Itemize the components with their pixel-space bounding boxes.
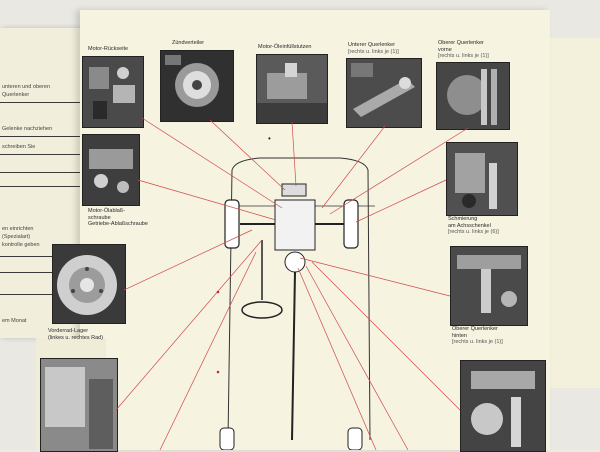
photo-wheel-bearing [52,244,126,324]
photo-rear-interior [40,358,118,452]
rule [0,272,86,273]
label-drain-plugs: Motor-Ölablaß- schraube Getriebe-Ablaßsc… [88,208,148,227]
left-row: Querlenker [2,92,30,98]
photo-steering-knuckle [446,142,518,216]
photo-drain-plug [82,134,140,206]
left-row: unteren und oberen [2,84,51,90]
photo-motor-rear [82,56,144,128]
photo-lower-control-arm [346,58,422,128]
photo-distributor [160,50,234,122]
left-row: Gelenke nachziehen [2,126,53,132]
label-upper-arm-rear: Oberer Querlenker hinten [rechts u. link… [452,326,503,345]
photo-upper-control-arm-rear [450,246,528,326]
label-oil-filler: Motor-Öleinfüllstutzen [258,44,312,50]
photo-upper-control-arm-front [436,62,510,130]
label-lower-arm: Unterer Querlenker [rechts u. links je (… [348,42,399,55]
rule [0,102,86,103]
rule [0,256,86,257]
left-row: en einrichten [2,226,34,232]
rule [0,294,86,295]
rule [0,186,86,187]
label-wheel-bearing: Vorderrad-Lager (linkes u. rechtes Rad) [48,328,104,341]
page-dot: • [268,134,271,143]
label-upper-arm-front: Oberer Querlenker vorne [rechts u. links… [438,40,489,59]
photo-oil-filler [256,54,328,124]
label-lubrication: Schmierung am Achsschenkel [rechts u. li… [448,216,499,235]
photo-rear-suspension [460,360,546,452]
rule [0,136,86,137]
left-row: kontrolle geben [2,242,40,248]
left-row: (Spezialart) [2,234,31,240]
rule [0,154,86,155]
rule [0,172,86,173]
left-row: em Monat [2,318,27,324]
label-distributor: Zündverteiler [172,40,205,46]
label-motor-rear: Motor-Rückseite [88,46,129,52]
left-row: schreiben Sie [2,144,36,150]
